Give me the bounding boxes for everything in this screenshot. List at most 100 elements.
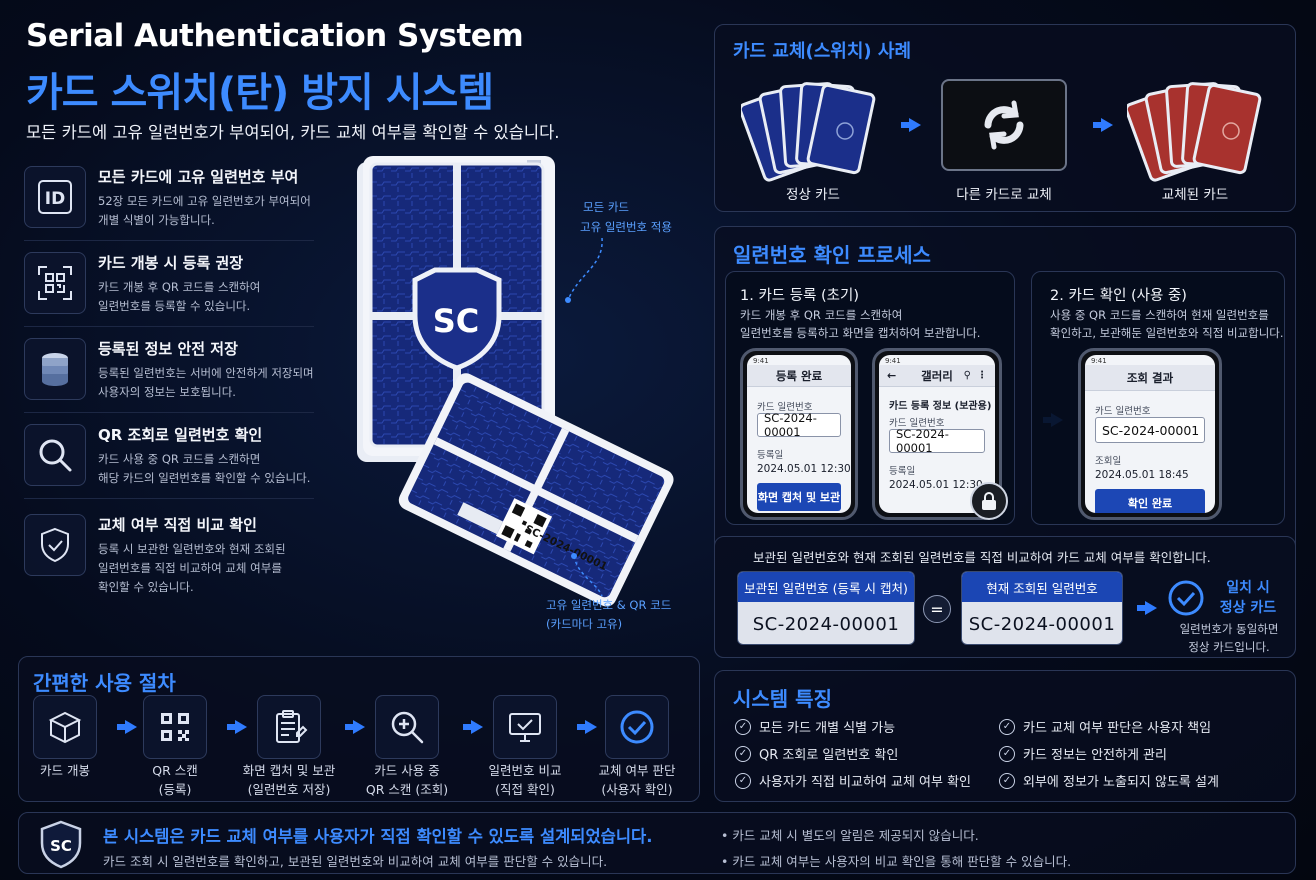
deck-logo-text: SC — [433, 302, 480, 340]
callout-per-card: (카드마다 고유) — [546, 617, 623, 631]
current-serial-value: SC-2024-00001 — [968, 613, 1116, 635]
system-features-panel: 시스템 특징 ✓모든 카드 개별 식별 가능 ✓카드 교체 여부 판단은 사용자… — [714, 670, 1296, 802]
match-desc-2: 정상 카드입니다. — [1188, 640, 1270, 654]
feature-title: 교체 여부 직접 비교 확인 — [98, 516, 257, 534]
check-icon: ✓ — [999, 718, 1015, 735]
stored-serial-card: 보관된 일련번호 (등록 시 캡처) SC-2024-00001 — [737, 571, 915, 645]
system-feature-item: ✓사용자가 직접 비교하여 교체 여부 확인 — [735, 771, 971, 790]
current-serial-label: 현재 조회된 일련번호 — [962, 572, 1122, 602]
arrow-right-icon — [1093, 118, 1113, 132]
arrow-right-icon — [463, 720, 483, 734]
procedure-panel: 간편한 사용 절차 카드 개봉 QR 스캔(등록) 화면 캡처 및 보관(일련번… — [18, 656, 700, 802]
callout-serial-qr: 고유 일련번호 & QR 코드 — [546, 598, 672, 612]
search-icon: ⚲ — [963, 370, 971, 381]
arrow-right-icon — [117, 720, 137, 734]
stored-serial-value: SC-2024-00001 — [752, 613, 900, 635]
step-label: 화면 캡처 및 보관(일련번호 저장) — [242, 763, 336, 797]
arrow-right-icon — [345, 720, 365, 734]
callout-all-cards: 모든 카드 — [583, 200, 629, 214]
callout-line-bottom — [571, 553, 603, 597]
match-result-1: 일치 시 — [1226, 580, 1270, 596]
switch-case-title: 카드 교체(스위치) 사례 — [733, 41, 912, 62]
feature-title: QR 조회로 일련번호 확인 — [98, 426, 263, 444]
system-features-title: 시스템 특징 — [733, 687, 832, 711]
subtitle: 모든 카드에 고유 일련번호가 부여되어, 카드 교체 여부를 확인할 수 있습… — [26, 123, 560, 142]
system-feature-item: ✓모든 카드 개별 식별 가능 — [735, 717, 895, 736]
check-icon: ✓ — [735, 745, 751, 762]
more-icon: ⋮ — [977, 370, 987, 381]
step2-desc: 확인하고, 보관해둔 일련번호와 직접 비교합니다. — [1050, 326, 1284, 340]
svg-text:ID: ID — [45, 189, 65, 209]
shield-check-icon — [24, 514, 86, 576]
title-english: Serial Authentication System — [26, 18, 524, 54]
step1-desc: 일련번호를 등록하고 화면을 캡처하여 보관합니다. — [740, 326, 981, 340]
svg-text:SC: SC — [50, 837, 72, 855]
phone-registered: 9:41 등록 완료 카드 일련번호 SC-2024-00001 등록일 202… — [740, 348, 858, 520]
step2-box: 2. 카드 확인 (사용 중) 사용 중 QR 코드를 스캔하여 현재 일련번호… — [1031, 271, 1285, 525]
qr-code-icon — [143, 695, 207, 759]
capture-save-button[interactable]: 화면 캡처 및 보관 — [757, 483, 841, 511]
match-result-2: 정상 카드 — [1219, 600, 1277, 616]
check-icon: ✓ — [999, 745, 1015, 762]
swapped-cards-fan — [1127, 82, 1262, 182]
step-label: QR 스캔(등록) — [152, 763, 198, 797]
box-icon — [33, 695, 97, 759]
magnifier-icon — [24, 424, 86, 486]
swapped-card-label: 교체된 카드 — [1161, 187, 1229, 203]
clipboard-icon — [257, 695, 321, 759]
check-icon: ✓ — [735, 718, 751, 735]
phone-header: 조회 결과 — [1085, 365, 1215, 391]
step2-desc: 사용 중 QR 코드를 스캔하여 현재 일련번호를 — [1050, 308, 1269, 322]
feature-title: 모든 카드에 고유 일련번호 부여 — [98, 168, 299, 186]
normal-card-label: 정상 카드 — [786, 187, 840, 203]
check-icon: ✓ — [735, 772, 751, 789]
compare-desc: 보관된 일련번호와 현재 조회된 일련번호를 직접 비교하여 카드 교체 여부를… — [753, 550, 1211, 565]
normal-cards-fan — [741, 82, 876, 182]
callout-unique-serial: 고유 일련번호 적용 — [580, 220, 672, 234]
arrow-right-icon — [227, 720, 247, 734]
step-label: 교체 여부 판단(사용자 확인) — [598, 763, 676, 797]
step-label: 일련번호 비교(직접 확인) — [488, 763, 562, 797]
check-circle-icon — [605, 695, 669, 759]
card-deck-illustration: SC SC-2024-00001 — [335, 150, 705, 640]
system-feature-item: ✓카드 정보는 안전하게 관리 — [999, 744, 1167, 763]
equals-sign: = — [923, 595, 951, 623]
footer-panel: SC 본 시스템은 카드 교체 여부를 사용자가 직접 확인할 수 있도록 설계… — [18, 812, 1296, 874]
arrow-right-icon — [1137, 601, 1157, 615]
check-circle-icon — [1168, 580, 1204, 616]
footer-note: • 카드 교체 시 별도의 알림은 제공되지 않습니다. — [721, 828, 979, 843]
footer-main: 본 시스템은 카드 교체 여부를 사용자가 직접 확인할 수 있도록 설계되었습… — [103, 827, 653, 846]
id-icon: ID — [24, 166, 86, 228]
serial-field: SC-2024-00001 — [889, 427, 985, 455]
monitor-check-icon — [493, 695, 557, 759]
step1-title: 1. 카드 등록 (초기) — [740, 288, 860, 304]
lock-icon — [970, 482, 1008, 520]
swap-label: 다른 카드로 교체 — [956, 187, 1052, 203]
refresh-icon — [984, 100, 1024, 150]
footer-sub: 카드 조회 시 일련번호를 확인하고, 보관된 일련번호와 비교하여 교체 여부… — [103, 854, 608, 869]
feature-title: 등록된 정보 안전 저장 — [98, 340, 238, 358]
system-feature-item: ✓카드 교체 여부 판단은 사용자 책임 — [999, 717, 1211, 736]
title-korean: 카드 스위치(탄) 방지 시스템 — [26, 70, 494, 116]
system-feature-item: ✓외부에 정보가 노출되지 않도록 설계 — [999, 771, 1219, 790]
stored-serial-label: 보관된 일련번호 (등록 시 캡처) — [738, 572, 914, 602]
phone-header: 등록 완료 — [747, 365, 851, 387]
switch-case-panel: 카드 교체(스위치) 사례 정상 카드 다른 카드로 교체 교체된 카드 — [714, 24, 1296, 212]
feature-unique-serial: ID 모든 카드에 고유 일련번호 부여 52장 모든 카드에 고유 일련번호가… — [24, 160, 324, 236]
confirm-button[interactable]: 확인 완료 — [1095, 489, 1205, 513]
arrow-right-icon — [577, 720, 597, 734]
footer-note: • 카드 교체 여부는 사용자의 비교 확인을 통해 판단할 수 있습니다. — [721, 854, 1072, 869]
swap-screen — [941, 79, 1067, 171]
step1-desc: 카드 개봉 후 QR 코드를 스캔하여 — [740, 308, 903, 322]
feature-title: 카드 개봉 시 등록 권장 — [98, 254, 244, 272]
step1-box: 1. 카드 등록 (초기) 카드 개봉 후 QR 코드를 스캔하여 일련번호를 … — [725, 271, 1015, 525]
